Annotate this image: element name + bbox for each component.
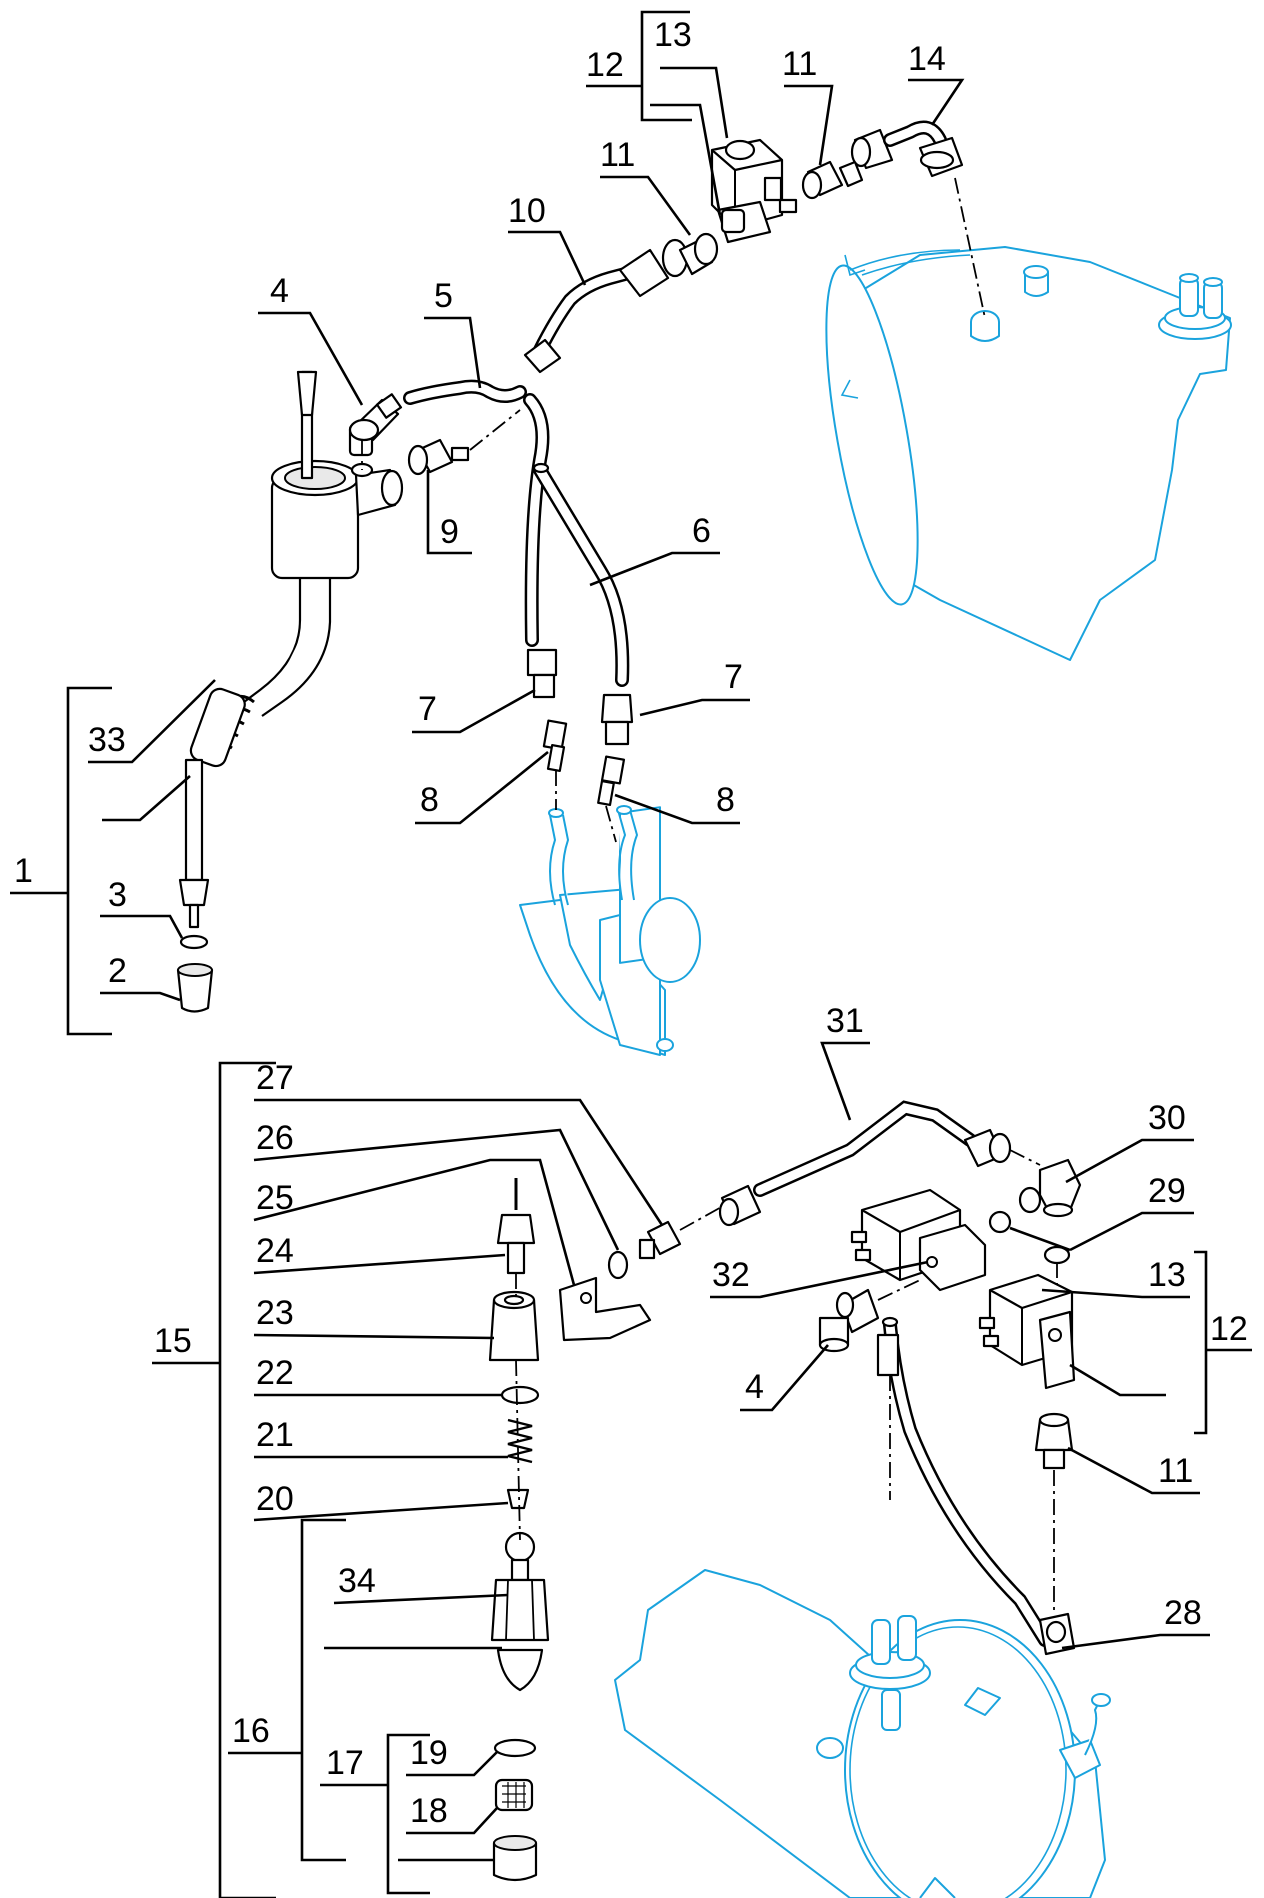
label-26: 26 (256, 1119, 294, 1157)
label-25: 25 (256, 1179, 294, 1217)
label-11-lower: 11 (1158, 1452, 1193, 1490)
label-2: 2 (108, 952, 127, 990)
label-8-right: 8 (716, 781, 735, 819)
label-7-right: 7 (724, 658, 743, 696)
tube-14 (850, 120, 986, 319)
upper-boiler (825, 246, 1232, 661)
solenoid-valve-lower (978, 1273, 1076, 1390)
fittings-26-27 (607, 1204, 726, 1280)
label-4-lower: 4 (745, 1368, 764, 1406)
label-12-top: 12 (586, 46, 624, 84)
label-24: 24 (256, 1232, 294, 1270)
label-11-top-left: 11 (600, 136, 635, 174)
label-10: 10 (508, 192, 546, 230)
fittings-29-30 (988, 1158, 1082, 1300)
label-34: 34 (338, 1562, 376, 1600)
label-23: 23 (256, 1294, 294, 1332)
fitting-11-lower (1034, 1412, 1074, 1615)
label-12-lower: 12 (1210, 1310, 1248, 1348)
label-11-top-right: 11 (782, 45, 817, 83)
label-31: 31 (826, 1002, 864, 1040)
label-16: 16 (232, 1712, 270, 1750)
label-5: 5 (434, 277, 453, 315)
tube-5 (403, 379, 527, 405)
tube-10 (523, 232, 719, 374)
label-28: 28 (1164, 1594, 1202, 1632)
label-8-left: 8 (420, 781, 439, 819)
label-21: 21 (256, 1416, 294, 1454)
part-labels: 1 2 3 4 4 5 6 7 7 8 8 9 10 11 11 11 12 1… (14, 16, 1248, 1830)
coil-32 (850, 1188, 987, 1292)
label-6: 6 (692, 512, 711, 550)
label-30: 30 (1148, 1099, 1186, 1137)
label-13-lower: 13 (1148, 1256, 1186, 1294)
label-4-top: 4 (270, 272, 289, 310)
label-15: 15 (154, 1322, 192, 1360)
lower-boiler (614, 1569, 1111, 1898)
fitting-11-top (801, 160, 864, 200)
label-1: 1 (14, 852, 33, 890)
solenoid-valve-top (710, 138, 798, 244)
label-3: 3 (108, 876, 127, 914)
label-17: 17 (326, 1744, 364, 1782)
label-14: 14 (908, 40, 946, 78)
valve-assembly-15 (488, 1178, 652, 1882)
elbow-4-lower (818, 1279, 921, 1353)
pump (519, 805, 701, 1056)
label-29: 29 (1148, 1172, 1186, 1210)
label-27: 27 (256, 1059, 294, 1097)
fittings-upper-left (348, 393, 521, 476)
steam-valve-assembly (176, 370, 404, 1013)
label-7-left: 7 (418, 690, 437, 728)
label-13-top: 13 (654, 16, 692, 54)
label-22: 22 (256, 1354, 294, 1392)
label-18: 18 (410, 1792, 448, 1830)
label-33: 33 (88, 721, 126, 759)
fittings-7-8 (526, 648, 634, 843)
label-32: 32 (712, 1256, 750, 1294)
tube-28 (876, 1316, 1076, 1656)
label-20: 20 (256, 1480, 294, 1518)
leader-lines (10, 10, 1252, 1898)
tube-6 (523, 393, 630, 687)
label-9: 9 (440, 513, 459, 551)
label-19: 19 (410, 1734, 448, 1772)
tube-31 (718, 1100, 1041, 1227)
